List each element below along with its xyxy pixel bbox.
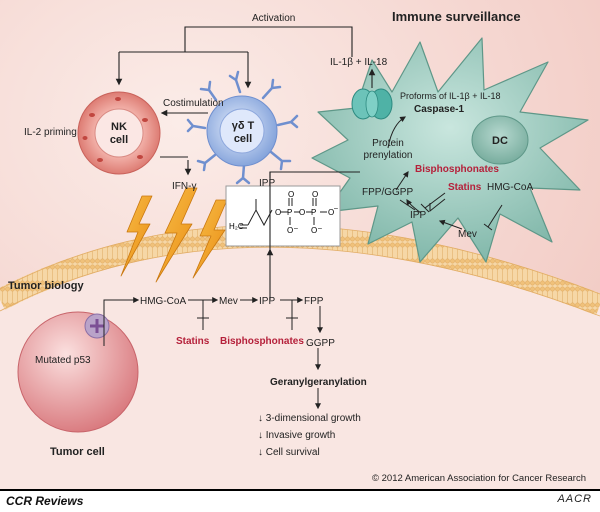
statins-dc-label: Statins	[448, 182, 482, 193]
fpp-tumor-label: FPP	[304, 296, 324, 307]
mol-charge: –	[294, 225, 298, 232]
bisphosphonates-dc-label: Bisphosphonates	[415, 164, 499, 175]
ipp-molecule-structure: O P O P O O O O O – – – H₂C	[225, 185, 341, 247]
geranylgeranylation-label: Geranylgeranylation	[270, 377, 367, 388]
fpp-ggpp-label: FPP/GGPP	[362, 187, 413, 198]
gamma-delta-t-cell-nucleus	[219, 108, 265, 154]
outcome-cell-survival: ↓ Cell survival	[258, 447, 320, 458]
journal-name: CCR Reviews	[6, 494, 84, 508]
gamma-delta-t-cell	[186, 70, 299, 185]
mol-atom: O	[288, 190, 294, 199]
mol-atom: O	[328, 208, 334, 217]
dc-nucleus	[471, 115, 529, 165]
mev-dc-label: Mev	[458, 229, 477, 240]
nk-cell	[77, 91, 161, 175]
cytotoxic-lightning-icon	[120, 187, 228, 283]
gd-cell-label: γδ T	[232, 120, 255, 132]
ipp-tumor-label: IPP	[259, 296, 275, 307]
mol-charge: –	[334, 205, 338, 212]
dc-label: DC	[492, 135, 508, 147]
aacr-logo: AACR	[557, 493, 592, 505]
mutated-p53-label: Mutated p53	[35, 355, 91, 366]
mol-atom: O	[275, 208, 281, 217]
mol-atom: O	[311, 226, 317, 235]
copyright-notice: © 2012 American Association for Cancer R…	[372, 473, 586, 484]
outcome-3d-growth: ↓ 3-dimensional growth	[258, 413, 361, 424]
activation-arrows	[115, 26, 376, 252]
ggpp-label: GGPP	[306, 338, 335, 349]
inflammasome-channel-icon	[351, 88, 393, 120]
mol-atom: O	[287, 226, 293, 235]
tumor-cell-label: Tumor cell	[50, 446, 105, 458]
proforms-label: Proforms of IL-1β + IL-18	[400, 91, 500, 101]
hmgcoa-tumor-label: HMG-CoA	[140, 296, 186, 307]
il1-il18-label: IL-1β + IL-18	[330, 57, 388, 68]
statins-tumor-label: Statins	[176, 336, 210, 347]
dc-pathway-arrows	[387, 116, 503, 231]
mol-atom: H₂C	[229, 222, 244, 231]
ifn-gamma-label: IFN-γ	[172, 181, 196, 192]
activation-label: Activation	[252, 13, 295, 24]
bisphosphonates-tumor-label: Bisphosphonates	[220, 336, 304, 347]
mol-atom: P	[311, 208, 316, 217]
protein-prenylation-label-2: prenylation	[364, 150, 413, 161]
mol-charge: –	[318, 225, 322, 232]
il2-priming-label: IL-2 priming	[24, 127, 77, 138]
caspase-label: Caspase-1	[414, 104, 464, 115]
hmgcoa-dc-label: HMG-CoA	[487, 182, 533, 193]
ipp-label-top: IPP	[259, 178, 275, 189]
mol-atom: O	[312, 190, 318, 199]
diagram-canvas: O P O P O O O O O – – – H₂C	[0, 0, 600, 489]
tumor-nucleus	[17, 311, 139, 433]
tumor-biology-title: Tumor biology	[8, 280, 84, 292]
gd-cell-label-2: cell	[234, 133, 252, 145]
nk-cell-label-2: cell	[110, 134, 128, 146]
protein-prenylation-label: Protein	[372, 138, 404, 149]
nk-cell-label: NK	[111, 121, 127, 133]
outcome-invasive-growth: ↓ Invasive growth	[258, 430, 335, 441]
tumor-pathway-arrows	[103, 297, 323, 410]
ipp-dc-label: IPP	[410, 210, 426, 221]
costimulation-label: Costimulation	[163, 98, 224, 109]
footer-bar: CCR Reviews AACR	[0, 489, 600, 512]
mol-atom: P	[287, 208, 292, 217]
mol-atom: O	[299, 208, 305, 217]
immune-surveillance-title: Immune surveillance	[392, 9, 521, 24]
mev-tumor-label: Mev	[219, 296, 238, 307]
